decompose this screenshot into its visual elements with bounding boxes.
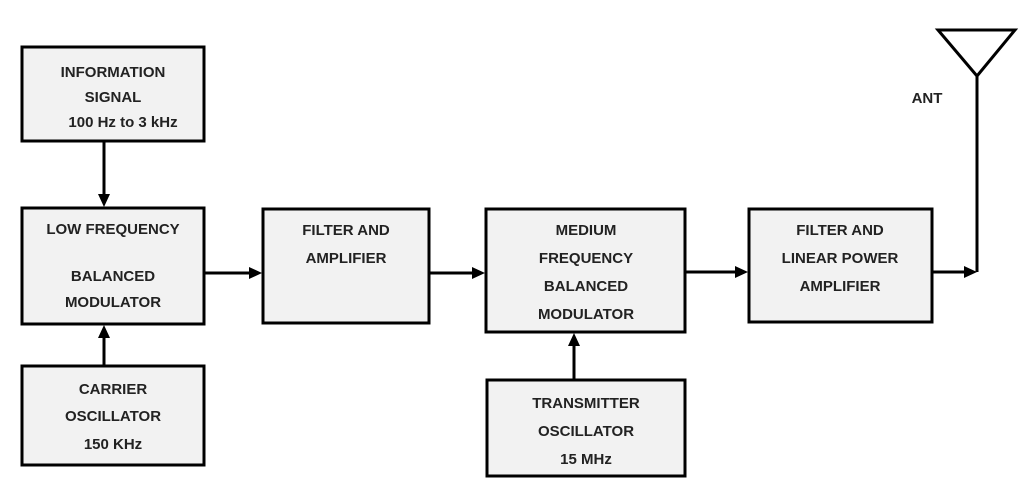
medium-freq-modulator-line-1: MEDIUM — [556, 222, 617, 239]
low-freq-modulator-line-2: BALANCED — [71, 268, 155, 285]
carrier-oscillator-line-1: CARRIER — [79, 381, 148, 398]
information-signal-block: INFORMATION SIGNAL 100 Hz to 3 kHz — [20, 45, 206, 143]
arrow-filter-to-medium-freq-modulator — [429, 267, 485, 279]
carrier-oscillator-line-2: OSCILLATOR — [65, 408, 161, 425]
arrow-power-amplifier-to-antenna — [932, 76, 979, 278]
arrow-carrier-to-low-freq-modulator — [98, 325, 110, 366]
information-signal-line-2: SIGNAL — [85, 89, 142, 106]
arrow-info-to-low-freq-modulator — [98, 141, 110, 207]
low-freq-modulator-line-3: MODULATOR — [65, 294, 161, 311]
filter-amplifier-line-1: FILTER AND — [302, 222, 390, 239]
filter-and-linear-power-amplifier-block: FILTER AND LINEAR POWER AMPLIFIER — [747, 207, 934, 324]
carrier-oscillator-line-3: 150 KHz — [84, 436, 142, 453]
transmitter-oscillator-line-3: 15 MHz — [560, 451, 612, 468]
filter-linear-power-amp-line-1: FILTER AND — [796, 222, 884, 239]
medium-freq-modulator-line-3: BALANCED — [544, 278, 628, 295]
transmitter-oscillator-line-2: OSCILLATOR — [538, 423, 634, 440]
low-freq-modulator-line-1: LOW FREQUENCY — [46, 221, 179, 238]
filter-linear-power-amp-line-2: LINEAR POWER — [782, 250, 899, 267]
information-signal-line-1: INFORMATION — [61, 64, 166, 81]
antenna-icon — [934, 28, 1019, 79]
antenna-label: ANT — [912, 90, 943, 107]
medium-freq-modulator-line-2: FREQUENCY — [539, 250, 633, 267]
arrow-low-freq-modulator-to-filter — [204, 267, 262, 279]
medium-frequency-balanced-modulator-block: MEDIUM FREQUENCY BALANCED MODULATOR — [484, 207, 687, 334]
carrier-oscillator-block: CARRIER OSCILLATOR 150 KHz — [20, 364, 206, 467]
information-signal-line-3: 100 Hz to 3 kHz — [68, 114, 177, 131]
filter-linear-power-amp-line-3: AMPLIFIER — [800, 278, 881, 295]
transmitter-oscillator-line-1: TRANSMITTER — [532, 395, 640, 412]
medium-freq-modulator-line-4: MODULATOR — [538, 306, 634, 323]
arrow-medium-freq-modulator-to-power-amplifier — [685, 266, 748, 278]
filter-amplifier-line-2: AMPLIFIER — [306, 250, 387, 267]
arrow-transmitter-oscillator-to-medium-freq-modulator — [568, 333, 580, 380]
transmitter-oscillator-block: TRANSMITTER OSCILLATOR 15 MHz — [485, 378, 687, 478]
filter-and-amplifier-block: FILTER AND AMPLIFIER — [261, 207, 431, 325]
low-frequency-balanced-modulator-block: LOW FREQUENCY BALANCED MODULATOR — [20, 206, 206, 326]
